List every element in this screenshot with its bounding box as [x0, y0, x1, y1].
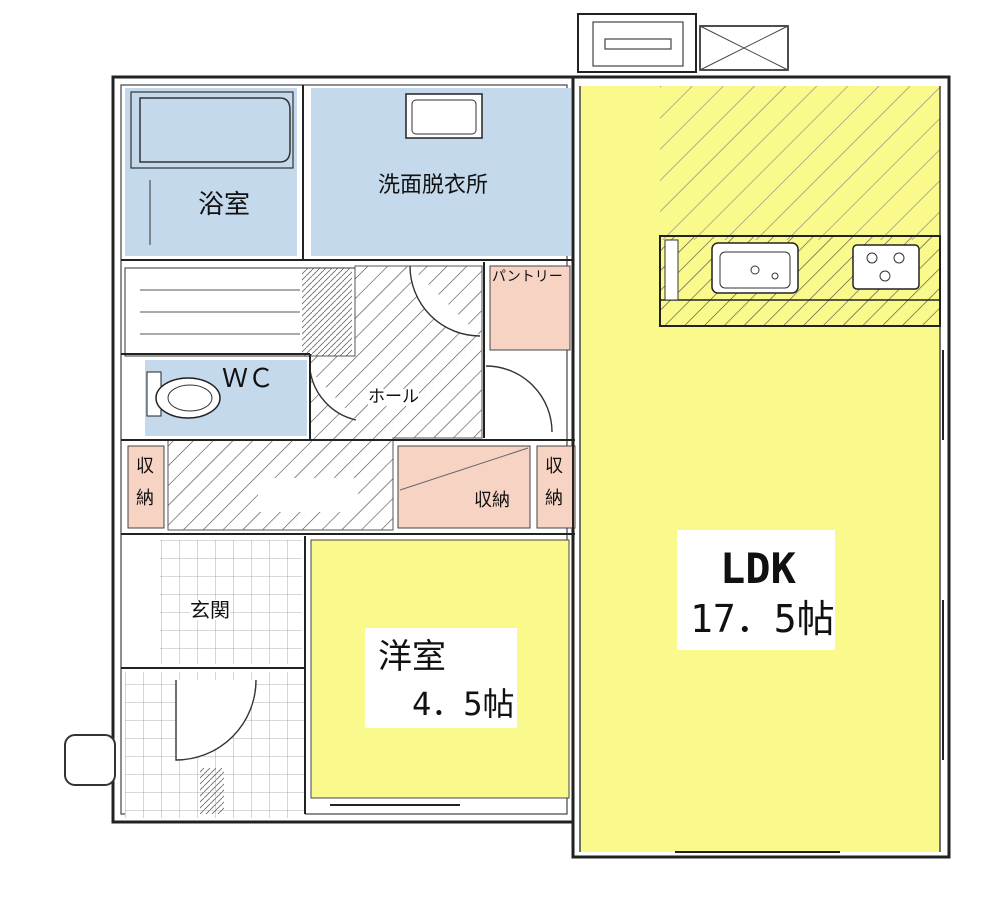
interior-walls [121, 85, 575, 814]
top-box [577, 13, 789, 73]
western-room-label: 洋室 [378, 637, 446, 677]
storage-right-label-2: 納 [545, 488, 563, 509]
bath-label: 浴室 [198, 190, 251, 220]
western-room-size: 4．5帖 [412, 685, 515, 723]
storage-left-area [127, 445, 165, 529]
storage-right-label-1: 収 [545, 456, 563, 477]
windows [330, 350, 944, 853]
wc-label: ＷＣ [222, 364, 275, 394]
ldk-label-box [677, 530, 835, 650]
hall-note-box [258, 478, 358, 512]
western-room-label-box [365, 628, 517, 728]
ldk-label: LDK [720, 544, 796, 593]
ldk-size: 17．5帖 [690, 597, 835, 641]
pantry-area [489, 265, 571, 351]
bath-area [125, 88, 297, 256]
stove-icon [852, 244, 920, 290]
storage-mid-label: 収納 [474, 490, 510, 511]
entrance-floor [160, 540, 302, 664]
bathtub-icon [130, 91, 294, 245]
storage-left-label-2: 納 [136, 488, 154, 509]
kitchen-hatch [660, 86, 940, 240]
entrance-label: 玄関 [190, 598, 230, 622]
storage-mid-area [397, 445, 531, 529]
door-swing-icon [175, 265, 553, 761]
storage-right-area [536, 445, 576, 529]
kitchen-sink-icon [711, 242, 799, 294]
toilet-icon [146, 371, 221, 419]
kitchen-counter [659, 235, 941, 327]
storage-left-label-1: 収 [136, 456, 154, 477]
staircase [124, 267, 356, 357]
sink-icon [405, 93, 483, 139]
washroom-label: 洗面脱衣所 [378, 173, 489, 198]
pantry-label: パントリー [492, 269, 563, 285]
hall-label: ホール [368, 387, 419, 407]
